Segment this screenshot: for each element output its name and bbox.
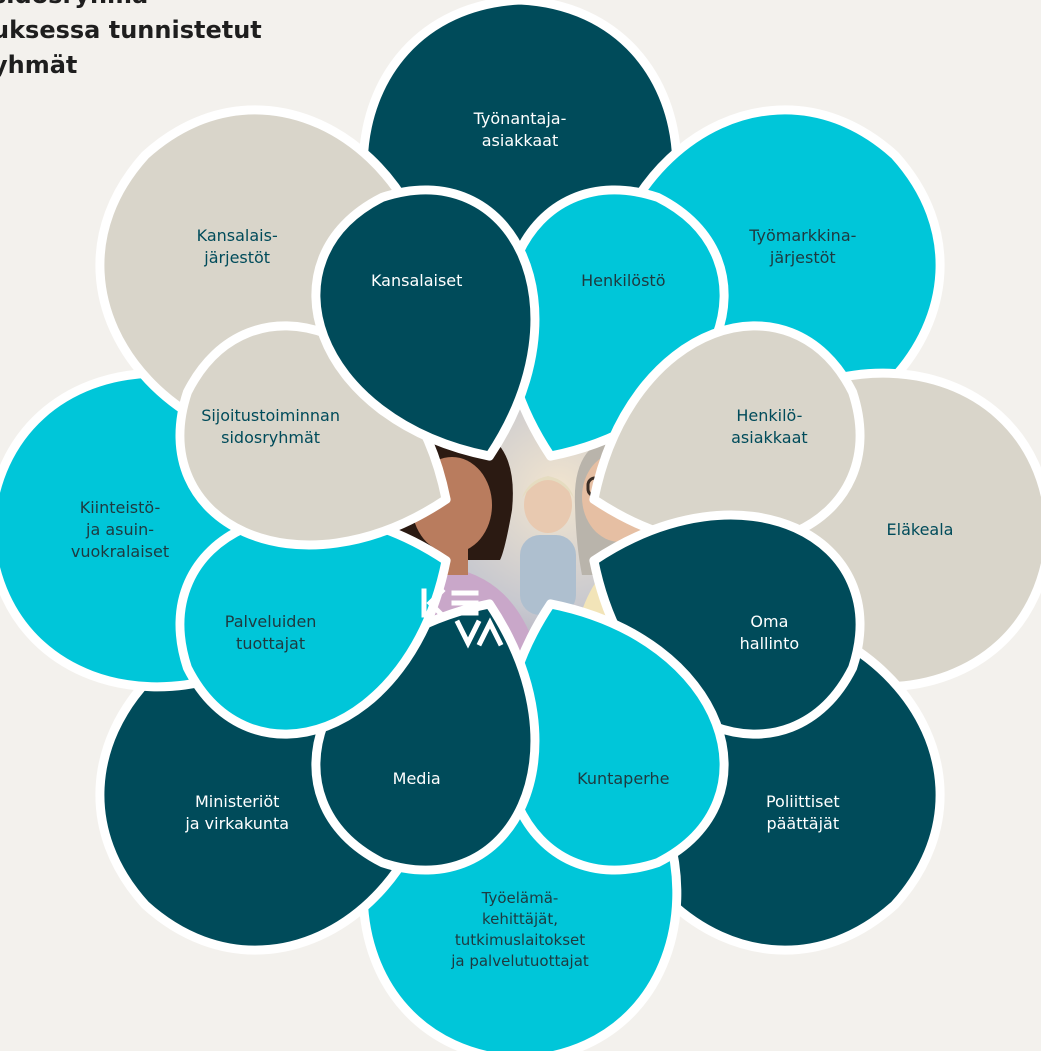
inner-petal-layer — [175, 185, 865, 875]
keva-logo-icon — [421, 587, 504, 649]
title-line-3: yhmät — [0, 51, 78, 79]
title-line-2: uksessa tunnistetut — [0, 16, 262, 44]
page-title: sidosryhmä- uksessa tunnistetut yhmät — [0, 0, 262, 83]
inner-petal-kansalaiset — [311, 185, 540, 461]
title-line-1: sidosryhmä- — [0, 0, 262, 13]
